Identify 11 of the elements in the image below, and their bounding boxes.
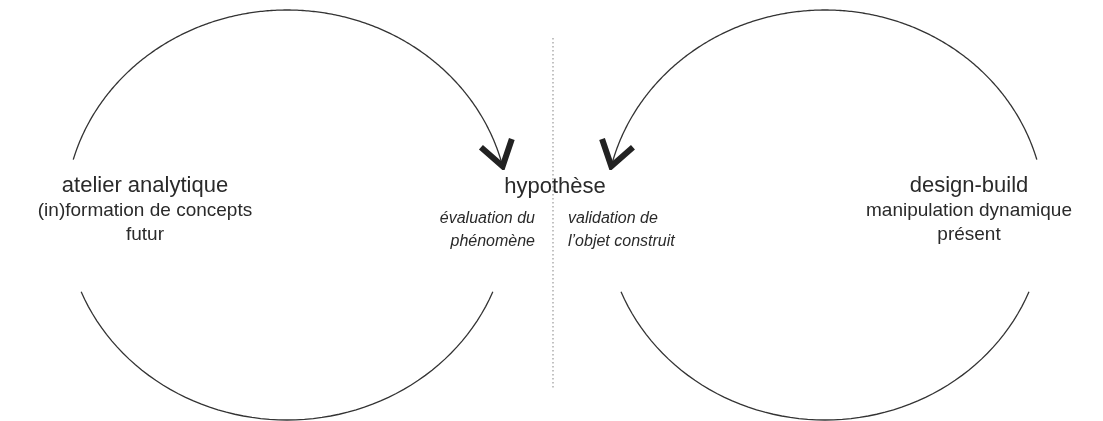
cycle-text: manipulation dynamique bbox=[866, 198, 1072, 222]
cycle-arrow bbox=[599, 9, 1038, 170]
cycle-heading: design-build bbox=[909, 172, 1029, 198]
cycle-text: (in)formation de concepts bbox=[37, 198, 253, 222]
cycle-arrow bbox=[72, 9, 515, 170]
italic-note: évaluation du phénomène bbox=[438, 208, 535, 251]
cycle-heading: atelier analytique bbox=[61, 172, 229, 198]
cycle-text: présent bbox=[937, 222, 1001, 246]
italic-note: validation de l’objet construit bbox=[568, 208, 676, 251]
cycle-text: futur bbox=[126, 222, 164, 246]
center-label: hypothèse bbox=[504, 173, 606, 199]
